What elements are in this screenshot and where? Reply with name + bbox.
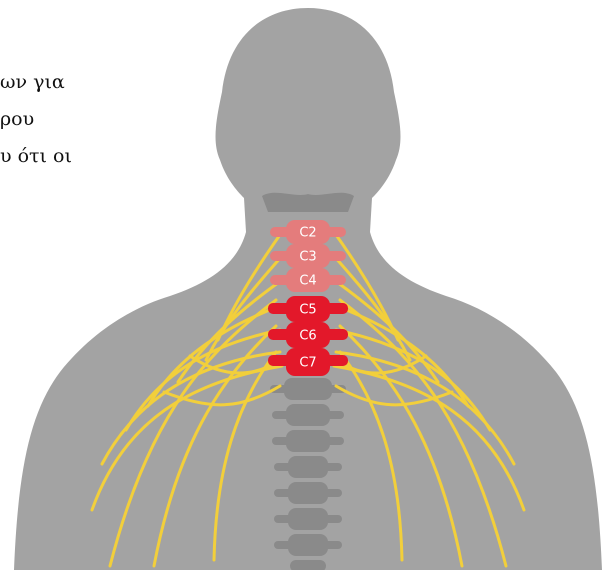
vertebra-label: C7 — [299, 356, 316, 371]
vertebra-label: C6 — [299, 329, 316, 344]
skull-base — [262, 193, 354, 212]
vertebra-label: C4 — [299, 274, 316, 289]
vertebra-label: C3 — [299, 250, 316, 265]
vertebra-label: C2 — [299, 226, 316, 241]
vertebra-label: C5 — [299, 303, 316, 318]
